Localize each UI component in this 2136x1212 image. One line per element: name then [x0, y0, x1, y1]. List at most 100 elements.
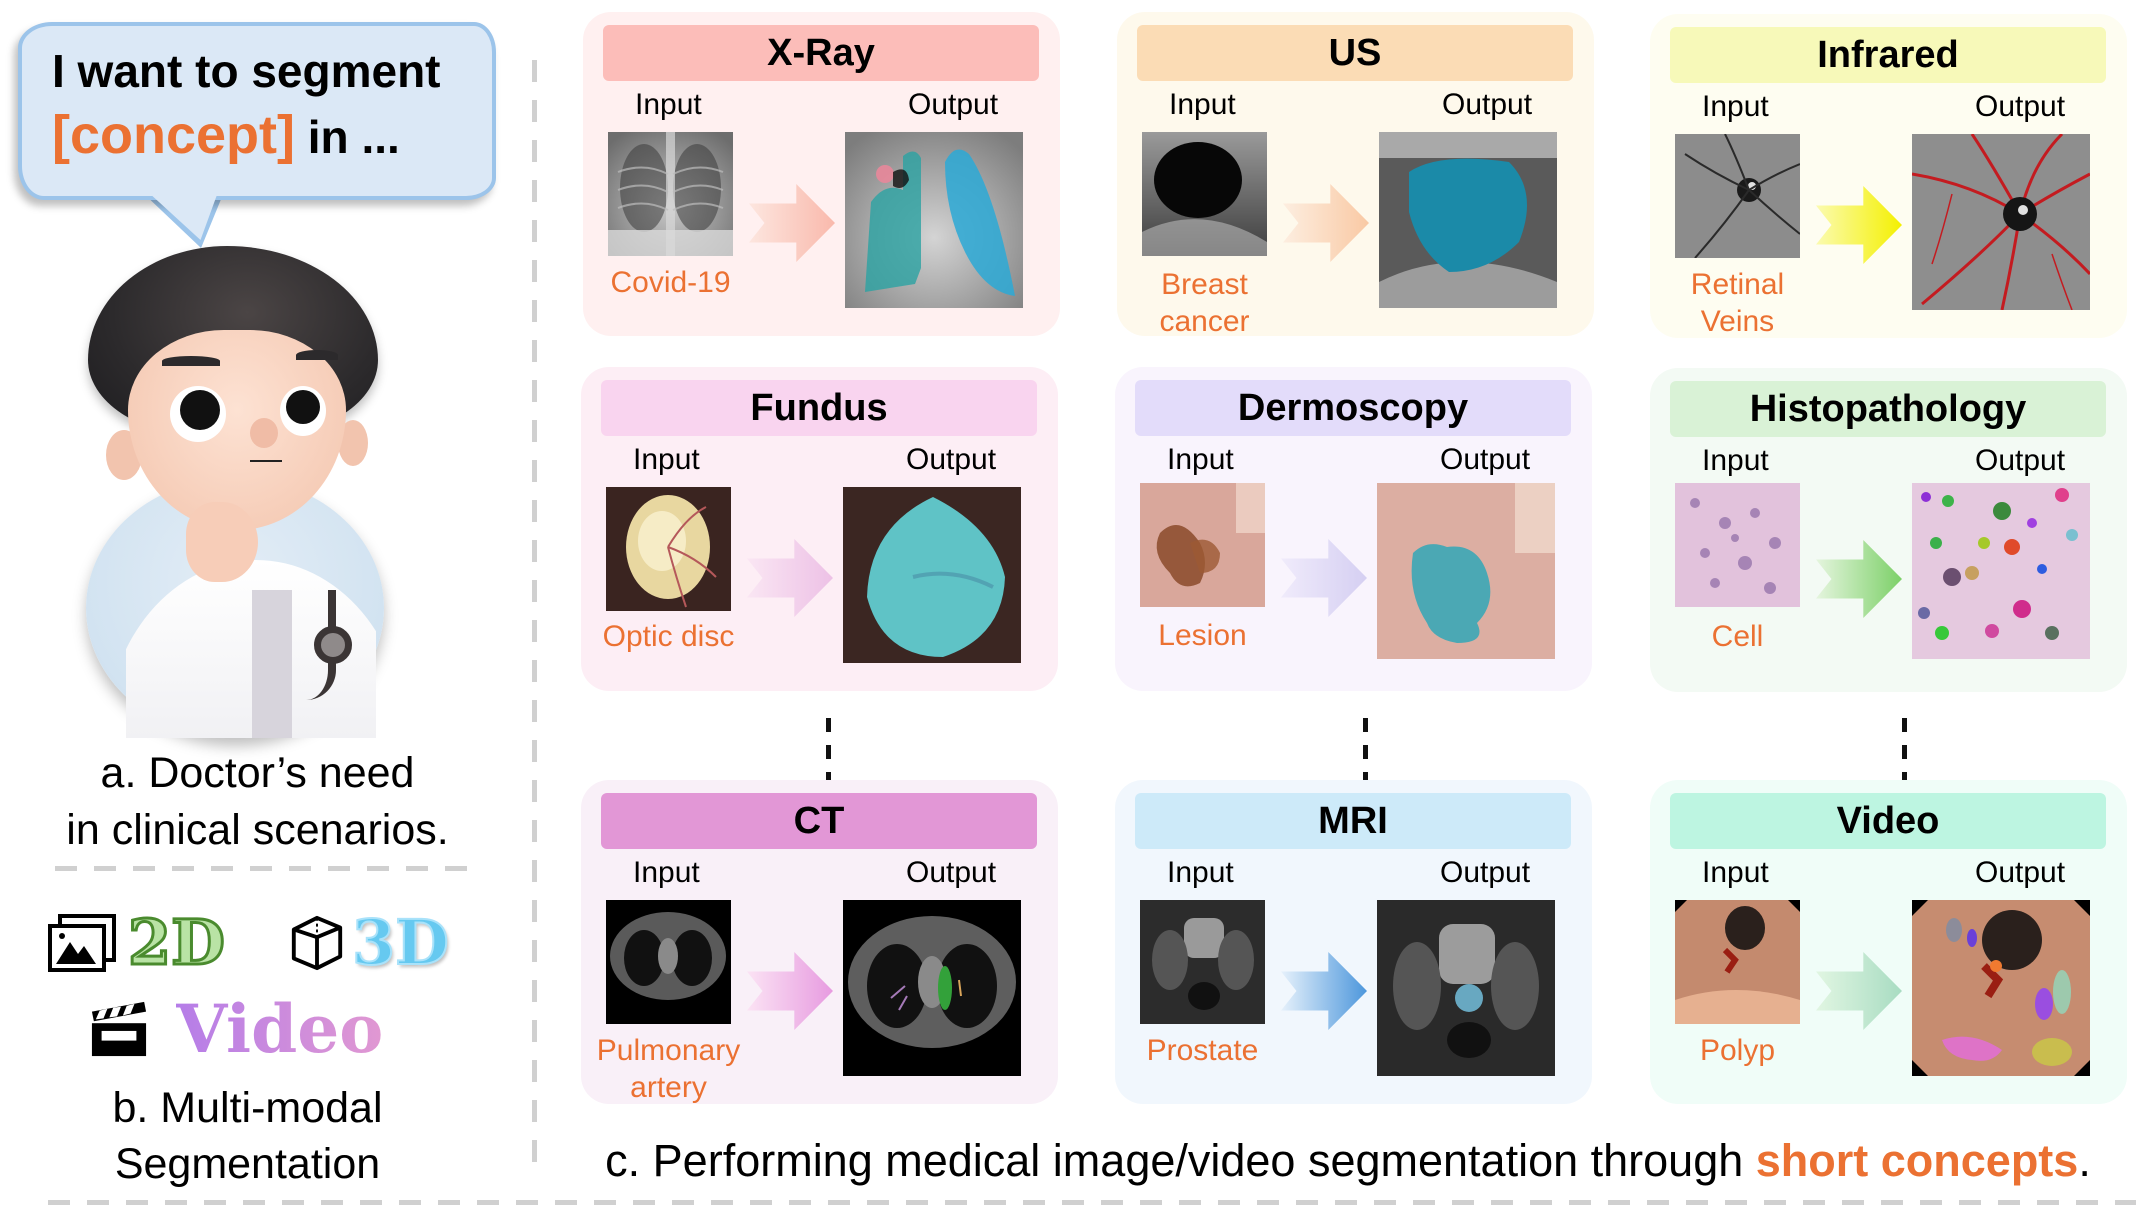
modality-2d: 2D	[48, 906, 227, 979]
concept-label: Polyp	[1699, 1034, 1776, 1067]
bottom-divider	[48, 1200, 2136, 1205]
card-title: Video	[1670, 793, 2106, 849]
more-items-ellipsis	[826, 718, 834, 799]
mri-input-image	[1140, 900, 1265, 1024]
input-label: Input	[633, 856, 700, 889]
caption-c: c. Performing medical image/video segmen…	[560, 1135, 2136, 1187]
doctor-shirt	[252, 590, 292, 738]
xray-output-image	[845, 132, 1023, 308]
arrow-right-icon	[1283, 184, 1369, 262]
concept-label: Lesion	[1158, 619, 1247, 652]
dermoscopy-output-image	[1377, 483, 1555, 659]
ct-input-image	[606, 900, 731, 1024]
speech-bubble-suffix: in ...	[295, 111, 400, 163]
histopathology-output-image	[1912, 483, 2090, 659]
doctor-hand	[186, 502, 258, 582]
concept-label: Prostate	[1146, 1034, 1259, 1067]
input-label: Input	[1702, 444, 1769, 477]
modality-card-mri: MRI Input Output Prostate	[1115, 780, 1592, 1104]
doctor-brow-left	[162, 356, 220, 366]
modality-video-label: Video	[176, 990, 384, 1068]
card-title: Dermoscopy	[1135, 380, 1571, 436]
modality-card-video: Video Input Output Polyp	[1650, 780, 2127, 1104]
ct-output-image	[843, 900, 1021, 1076]
output-label: Output	[1975, 856, 2066, 889]
image-gallery-icon	[48, 914, 116, 972]
caption-b-line1: b. Multi-modal	[112, 1084, 383, 1132]
speech-bubble-line2: [concept] in ...	[52, 104, 400, 166]
doctor-eye-left	[170, 386, 226, 442]
arrow-right-icon	[749, 184, 835, 262]
caption-b-line2: Segmentation	[114, 1140, 381, 1188]
output-label: Output	[1440, 443, 1531, 476]
modality-2d-label: 2D	[127, 906, 227, 979]
concept-label: Optic disc	[602, 620, 735, 653]
speech-bubble-line1: I want to segment	[52, 45, 441, 97]
caption-a-line1: a. Doctor’s need	[100, 749, 415, 797]
input-label: Input	[633, 443, 700, 476]
input-label: Input	[1702, 856, 1769, 889]
us-output-image	[1379, 132, 1557, 308]
arrow-right-icon	[1281, 952, 1367, 1030]
card-title: US	[1137, 25, 1573, 81]
card-title: X-Ray	[603, 25, 1039, 81]
caption-c-prefix: c. Performing medical image/video segmen…	[605, 1135, 1756, 1186]
card-title: CT	[601, 793, 1037, 849]
caption-c-highlight: short concepts	[1755, 1135, 2079, 1186]
card-title: Histopathology	[1670, 381, 2106, 437]
more-items-ellipsis	[1363, 718, 1371, 799]
output-label: Output	[1440, 856, 1531, 889]
output-label: Output	[1442, 88, 1533, 121]
arrow-right-icon	[747, 539, 833, 617]
vertical-divider	[532, 60, 537, 1180]
arrow-right-icon	[747, 952, 833, 1030]
fundus-output-image	[843, 487, 1021, 663]
modality-video: Video	[90, 996, 383, 1062]
more-items-ellipsis	[1902, 718, 1910, 799]
input-label: Input	[1702, 90, 1769, 123]
speech-bubble-tail	[148, 192, 218, 240]
card-title: Fundus	[601, 380, 1037, 436]
video-input-frame	[1675, 900, 1800, 1024]
doctor-eye-right	[280, 386, 326, 436]
modality-card-fundus: Fundus Input Output Optic disc	[581, 367, 1058, 691]
us-input-image	[1142, 132, 1267, 256]
modality-card-xray: X-Ray Input Output Covid-19	[583, 12, 1060, 336]
output-label: Output	[1975, 90, 2066, 123]
card-title: MRI	[1135, 793, 1571, 849]
caption-c-suffix: .	[2078, 1135, 2091, 1186]
output-label: Output	[906, 856, 997, 889]
modality-card-histopathology: Histopathology Input Output Cell	[1650, 368, 2127, 692]
mri-output-image	[1377, 900, 1555, 1076]
input-label: Input	[1167, 443, 1234, 476]
doctor-brow-right	[296, 350, 338, 360]
arrow-right-icon	[1281, 539, 1367, 617]
input-label: Input	[1167, 856, 1234, 889]
input-label: Input	[1169, 88, 1236, 121]
video-output-frame	[1912, 900, 2090, 1076]
histopathology-input-image	[1675, 483, 1800, 607]
dermoscopy-input-image	[1140, 483, 1265, 607]
clapperboard-icon	[91, 1001, 147, 1057]
modality-3d-label: 3D	[351, 906, 450, 979]
modality-card-dermoscopy: Dermoscopy Input Output Lesion	[1115, 367, 1592, 691]
infrared-output-image	[1912, 134, 2090, 310]
caption-a-line2: in clinical scenarios.	[66, 806, 449, 854]
doctor-nose	[250, 418, 278, 448]
concept-placeholder: [concept]	[52, 105, 295, 165]
concept-label: Cell	[1711, 620, 1764, 653]
modality-3d: 3D	[288, 906, 450, 979]
arrow-right-icon	[1816, 952, 1902, 1030]
card-title: Infrared	[1670, 27, 2106, 83]
cube-icon	[291, 915, 343, 971]
input-label: Input	[635, 88, 702, 121]
speech-bubble-body	[18, 22, 496, 200]
xray-input-image	[608, 132, 733, 256]
output-label: Output	[908, 88, 999, 121]
arrow-right-icon	[1816, 186, 1902, 264]
